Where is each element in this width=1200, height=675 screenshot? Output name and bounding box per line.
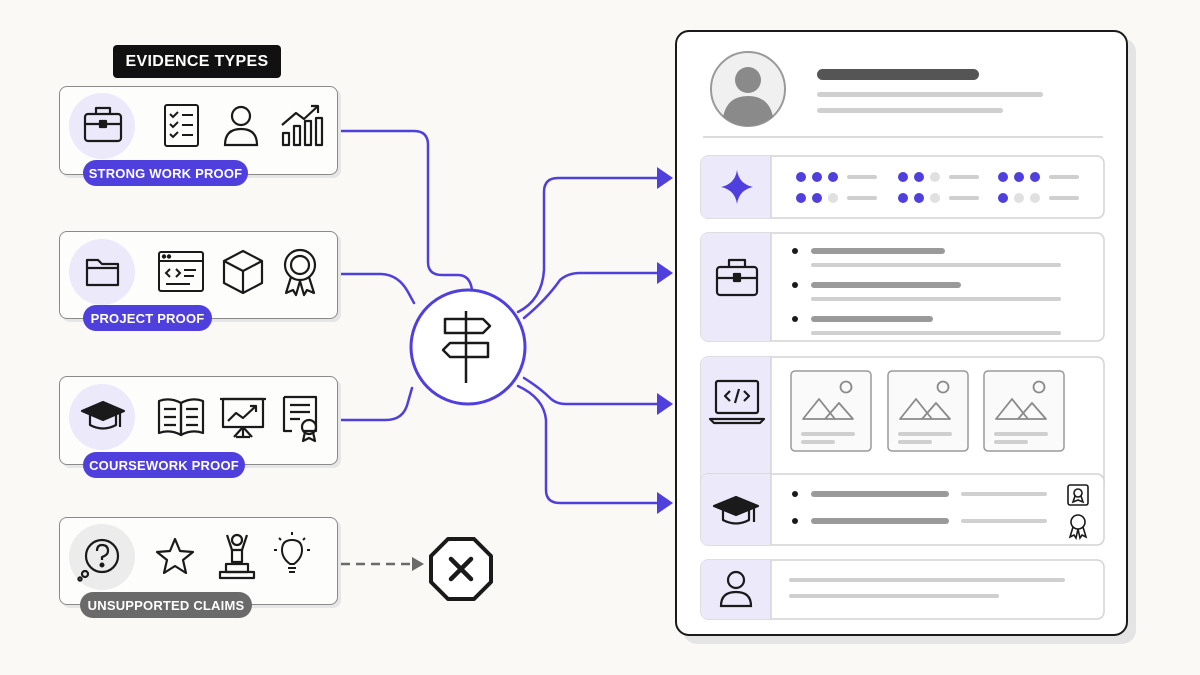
badge-coursework-proof: COURSEWORK PROOF [83, 452, 245, 478]
person-icon [719, 570, 753, 608]
graduation-cap-icon [80, 400, 126, 430]
badge-strong-work-proof: STRONG WORK PROOF [83, 160, 248, 186]
project-thumbnail [887, 370, 969, 452]
skill-rating-dots [796, 172, 1079, 203]
resume-section-experience [700, 232, 1105, 342]
project-thumbnail [790, 370, 872, 452]
project-thumbnail [983, 370, 1065, 452]
connector-out-skills [516, 176, 666, 314]
resume-section-education [700, 473, 1105, 546]
folder-icon [85, 258, 120, 287]
arrowhead-skills [657, 167, 673, 189]
laptop-code-icon [708, 379, 766, 425]
open-book-icon [157, 398, 205, 437]
evidence-card-unsupported [59, 517, 338, 605]
connector-work [336, 129, 474, 292]
signpost-icon [441, 311, 492, 383]
profile-avatar [710, 51, 786, 127]
profile-name-placeholder [817, 69, 979, 80]
resume-section-skills [700, 155, 1105, 219]
octagon-x-icon [429, 537, 493, 601]
resume-section-about [700, 559, 1105, 620]
profile-line-placeholder [817, 108, 1003, 113]
presentation-board-icon [220, 397, 266, 439]
briefcase-icon [83, 106, 123, 143]
evidence-card-project [59, 231, 338, 319]
growth-chart-icon [281, 104, 324, 147]
arrowhead-education [657, 492, 673, 514]
sparkle-icon [721, 170, 753, 204]
profile-line-placeholder [817, 92, 1043, 97]
evidence-types-title: EVIDENCE TYPES [113, 45, 281, 78]
certificate-icon [282, 395, 318, 443]
checklist-icon [164, 104, 199, 147]
question-bubble-icon [77, 538, 120, 582]
resume-document [675, 30, 1128, 636]
connector-coursework [336, 386, 414, 422]
award-ribbon-icon [283, 248, 317, 297]
connector-out-projects [522, 376, 666, 406]
graduation-cap-icon [712, 495, 760, 525]
evidence-card-coursework [59, 376, 338, 465]
briefcase-icon [715, 258, 759, 297]
person-icon [223, 105, 259, 147]
podium-winner-icon [218, 533, 256, 580]
rejected-node [429, 537, 493, 601]
arrowhead-experience [657, 262, 673, 284]
cube-icon [222, 249, 264, 295]
connector-out-education [516, 384, 666, 505]
star-icon [155, 537, 195, 575]
connector-project [336, 272, 416, 305]
certificate-badge-icon [1067, 484, 1089, 506]
code-window-icon [158, 251, 204, 292]
unsupported-arrowhead [412, 557, 424, 571]
badge-unsupported-claims: UNSUPPORTED CLAIMS [80, 592, 252, 618]
arrowhead-projects [657, 393, 673, 415]
connector-out-experience [522, 271, 666, 320]
lightbulb-icon [274, 532, 310, 573]
resume-section-projects [700, 356, 1105, 492]
award-ribbon-icon [1068, 514, 1088, 541]
badge-project-proof: PROJECT PROOF [83, 305, 212, 331]
router-node [409, 288, 527, 406]
